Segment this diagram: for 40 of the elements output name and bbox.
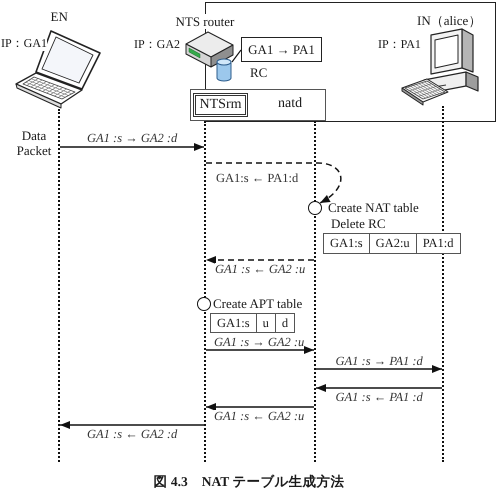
side-label: Data Packet (16, 128, 52, 158)
message-arrow (60, 143, 204, 151)
message-label: GA1 :s ← GA2 :u (215, 263, 306, 276)
table-cell: GA2:u (370, 234, 417, 253)
database-cylinder (215, 58, 233, 82)
event-circle (197, 297, 211, 311)
message-label: GA1 :s → PA1 :d (336, 355, 423, 368)
table-cell: GA1:s (324, 234, 370, 253)
table-cell: u (256, 314, 276, 332)
process-box (190, 89, 326, 121)
lifeline (58, 109, 60, 462)
message-label: GA1 :s ← GA2 :u (214, 410, 304, 423)
message-label: GA1 :s ← GA2 :d (87, 428, 178, 441)
lookup-table (323, 233, 460, 254)
process-label: natd (278, 96, 302, 111)
message-arrow (206, 403, 314, 411)
message-label: GA1 :s ← PA1 :d (336, 391, 423, 404)
event-circle (308, 201, 322, 215)
message-arrow (206, 256, 314, 264)
message-arrow (206, 162, 342, 204)
action-note: Create NAT table (328, 200, 419, 215)
action-note: Create APT table (213, 296, 302, 311)
table-cell-text: d (280, 315, 290, 332)
message-arrow (316, 384, 442, 392)
message-label: GA1 :s → GA2 :d (87, 132, 178, 145)
connector-line (232, 50, 242, 62)
table-cell-text: PA1:d (422, 235, 454, 252)
action-note: Delete RC (331, 216, 386, 231)
message-arrow (206, 346, 314, 354)
lookup-table (210, 313, 296, 333)
message-label: GA1:s ← PA1:d (216, 172, 298, 185)
table-cell: GA1:s (211, 314, 257, 332)
message-arrow (60, 421, 204, 429)
figure-caption: 図 4.3 NAT テーブル生成方法 (154, 474, 344, 489)
box-caption: RC (250, 65, 268, 80)
message-label: GA1 :s → GA2 :u (214, 336, 304, 349)
address-label: IP：GA1 (1, 36, 48, 51)
message-arrow (316, 365, 442, 373)
device-label: NTS router (176, 14, 234, 29)
module-box: NTSrm (193, 93, 248, 117)
